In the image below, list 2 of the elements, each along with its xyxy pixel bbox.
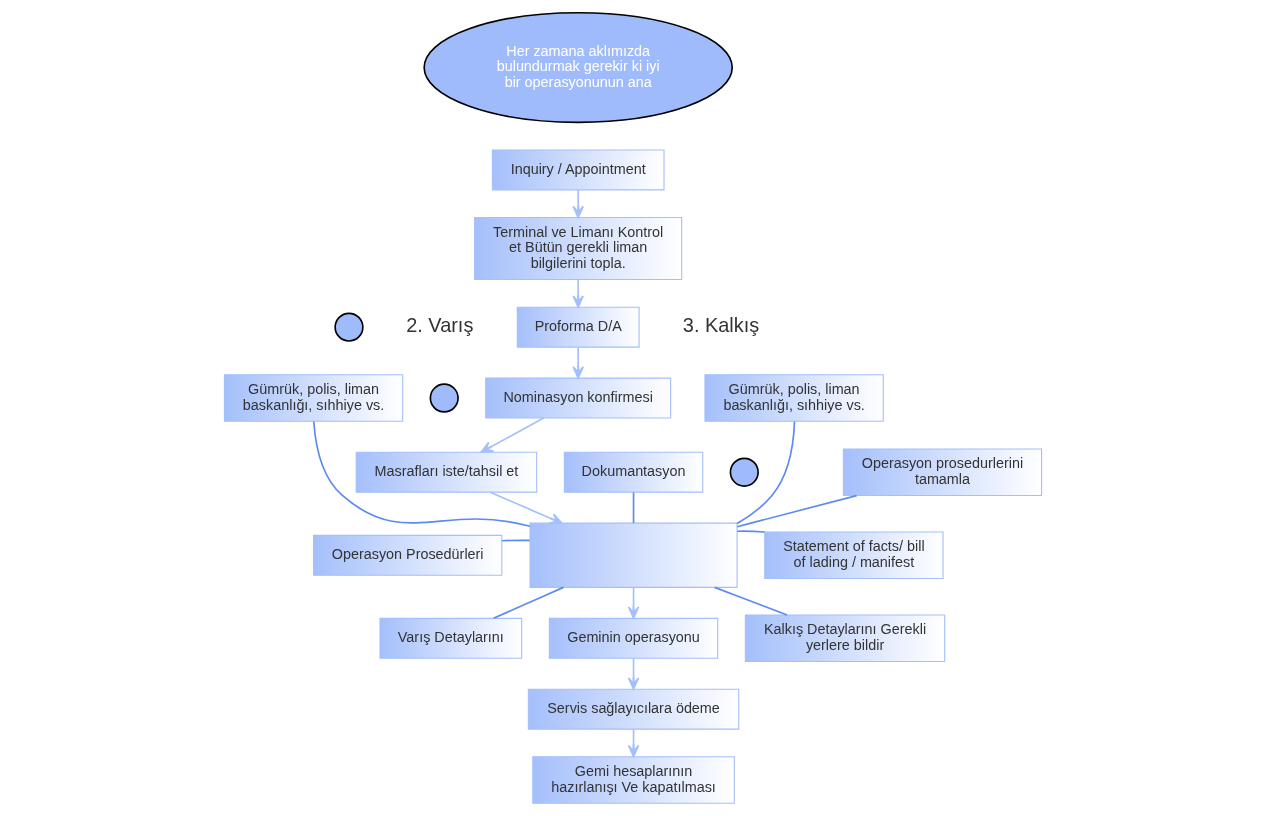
label: 3. Kalkış [682,314,760,337]
label: 2. Varış [406,314,474,337]
